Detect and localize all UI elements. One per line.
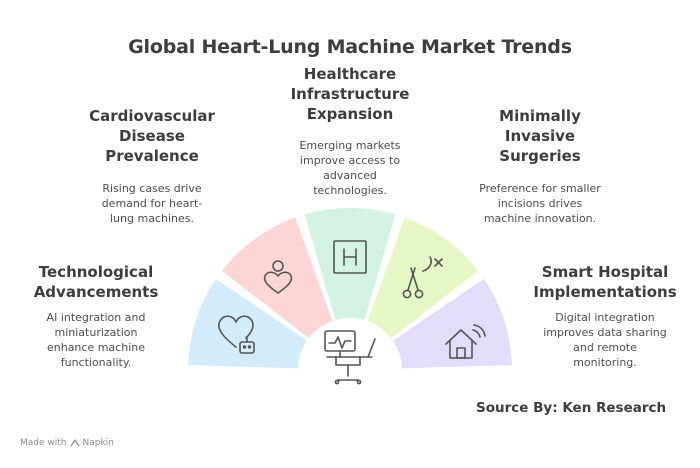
fan-segment-infra — [304, 208, 396, 321]
scissors-icon — [402, 256, 443, 299]
desc-line: incisions drives — [497, 197, 583, 210]
heading-smart-hospital: Smart Hospital Implementations — [515, 262, 695, 302]
heading-line: Surgeries — [499, 147, 581, 165]
desc-line: miniaturization — [54, 326, 138, 339]
desc-line: Rising cases drive — [102, 182, 202, 195]
desc-line: and remote — [573, 341, 637, 354]
desc-line: lung machines. — [110, 212, 194, 225]
source-credit: Source By: Ken Research — [476, 400, 667, 416]
heart-lung-machine-icon — [324, 330, 376, 385]
desc-line: machine innovation. — [483, 212, 597, 225]
heading-line: Cardiovascular — [89, 107, 215, 125]
fan-segment-minimal — [367, 217, 479, 339]
desc-line: improve access to — [299, 154, 401, 167]
smart-home-icon — [445, 324, 486, 359]
desc-smart-hospital: Digital integration improves data sharin… — [515, 310, 695, 370]
desc-line: Preference for smaller — [479, 182, 601, 195]
hospital-h-icon — [333, 240, 367, 274]
heading-line: Smart Hospital — [541, 263, 669, 281]
heading-minimally-invasive: Minimally Invasive Surgeries — [450, 106, 630, 166]
desc-line: technologies. — [313, 184, 387, 197]
heading-line: Minimally — [499, 107, 581, 125]
heading-healthcare-infrastructure: Healthcare Infrastructure Expansion — [250, 64, 450, 124]
heading-line: Expansion — [306, 105, 394, 123]
heading-technological-advancements: Technological Advancements — [6, 262, 186, 302]
heading-cardiovascular-disease: Cardiovascular Disease Prevalence — [62, 106, 242, 166]
heading-line: Implementations — [533, 283, 677, 301]
desc-cardiovascular-disease: Rising cases drive demand for heart- lun… — [62, 181, 242, 226]
desc-line: improves data sharing — [543, 326, 667, 339]
heading-line: Disease — [119, 127, 185, 145]
desc-healthcare-infrastructure: Emerging markets improve access to advan… — [250, 138, 450, 198]
fan-segment-smart — [392, 278, 512, 369]
fan-segment-tech — [188, 278, 308, 369]
heart-robot-icon — [218, 315, 255, 354]
desc-line: functionality. — [60, 356, 132, 369]
fan-segment-cardio — [221, 217, 333, 339]
fan-icons — [218, 240, 486, 385]
fan-segments — [188, 208, 512, 369]
heading-line: Advancements — [33, 283, 159, 301]
desc-line: enhance machine — [46, 341, 145, 354]
napkin-logo-icon — [69, 439, 80, 447]
heading-line: Prevalence — [105, 147, 199, 165]
desc-line: advanced — [323, 169, 377, 182]
person-heart-icon — [263, 260, 293, 294]
desc-minimally-invasive: Preference for smaller incisions drives … — [450, 181, 630, 226]
desc-technological-advancements: AI integration and miniaturization enhan… — [6, 310, 186, 370]
page-title: Global Heart-Lung Machine Market Trends — [128, 36, 572, 58]
desc-line: Digital integration — [555, 311, 655, 324]
made-with-label: Made with — [20, 438, 67, 448]
heading-line: Infrastructure — [290, 85, 410, 103]
napkin-brand-label: Napkin — [82, 438, 114, 448]
desc-line: monitoring. — [573, 356, 637, 369]
heading-line: Technological — [38, 263, 154, 281]
desc-line: Emerging markets — [299, 139, 401, 152]
desc-line: demand for heart- — [101, 197, 203, 210]
made-with-napkin: Made with Napkin — [20, 438, 114, 448]
desc-line: AI integration and — [46, 311, 146, 324]
heading-line: Healthcare — [303, 65, 397, 83]
heading-line: Invasive — [504, 127, 576, 145]
